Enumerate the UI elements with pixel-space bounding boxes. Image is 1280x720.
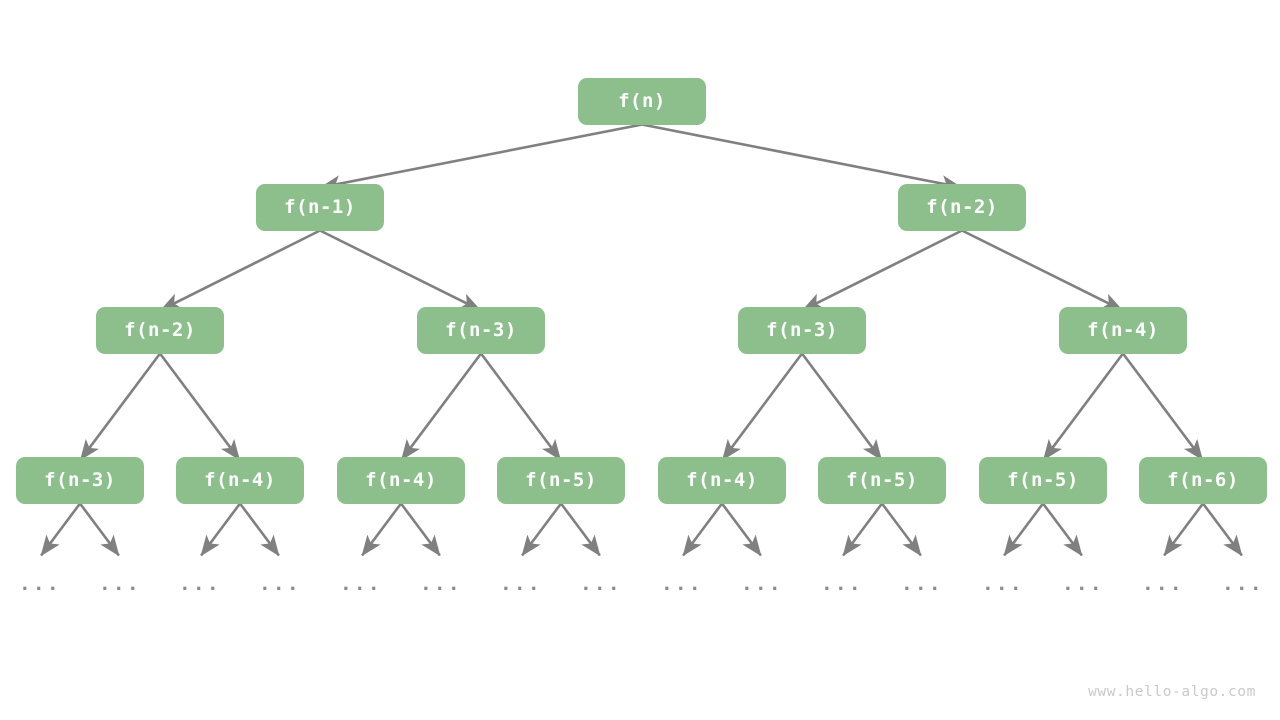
- tree-node-label: f(n): [618, 90, 666, 112]
- tree-node: f(n-2): [96, 306, 224, 354]
- leaf-ellipsis-edge: [40, 502, 82, 557]
- watermark: www.hello-algo.com: [1088, 684, 1256, 700]
- ellipsis-label: ...: [580, 573, 622, 595]
- tree-node-label: f(n-6): [1167, 469, 1239, 491]
- tree-node-label: f(n-1): [284, 196, 356, 218]
- tree-node: f(n-4): [1059, 306, 1187, 354]
- leaf-ellipsis-edge: [1163, 502, 1205, 557]
- tree-edge: [319, 229, 482, 312]
- tree-node-label: f(n-3): [445, 319, 517, 341]
- ellipsis-label: ...: [500, 573, 542, 595]
- leaf-ellipsis-edge: [78, 502, 120, 557]
- tree-node: f(n-1): [256, 183, 384, 231]
- tree-edge: [479, 352, 562, 461]
- leaf-ellipsis-edge: [559, 502, 601, 557]
- leaf-ellipsis-edge: [521, 502, 563, 557]
- ellipsis-label: ...: [821, 573, 863, 595]
- ellipsis-label: ...: [741, 573, 783, 595]
- tree-node-label: f(n-3): [44, 469, 116, 491]
- tree-node: f(n-6): [1139, 456, 1267, 504]
- ellipsis-label: ...: [420, 573, 462, 595]
- tree-node-label: f(n-2): [124, 319, 196, 341]
- tree-node: f(n-3): [738, 306, 866, 354]
- tree-node: f(n-3): [417, 306, 545, 354]
- leaf-ellipsis-edge: [842, 502, 884, 557]
- tree-edge: [1121, 352, 1204, 461]
- tree-node-label: f(n-4): [204, 469, 276, 491]
- tree-edge: [721, 352, 804, 461]
- tree-node: f(n-4): [176, 456, 304, 504]
- tree-node: f(n-3): [16, 456, 144, 504]
- ellipsis-label: ...: [1142, 573, 1184, 595]
- tree-node-label: f(n-5): [846, 469, 918, 491]
- tree-node: f(n-5): [497, 456, 625, 504]
- tree-node: f(n-5): [818, 456, 946, 504]
- leaf-ellipsis-edge: [1003, 502, 1045, 557]
- tree-node-label: f(n-2): [926, 196, 998, 218]
- leaf-ellipsis-edge: [1041, 502, 1083, 557]
- tree-node-label: f(n-4): [686, 469, 758, 491]
- ellipsis-label: ...: [19, 573, 61, 595]
- leaf-ellipsis-edge: [399, 502, 441, 557]
- tree-edge: [800, 352, 883, 461]
- leaf-ellipsis-edge: [361, 502, 403, 557]
- tree-edge: [159, 229, 321, 312]
- ellipsis-label: ...: [1222, 573, 1264, 595]
- leaf-ellipsis-edge: [880, 502, 922, 557]
- tree-node-label: f(n-4): [365, 469, 437, 491]
- tree-node-label: f(n-3): [766, 319, 838, 341]
- tree-node: f(n-4): [337, 456, 465, 504]
- leaf-ellipsis-edge: [200, 502, 242, 557]
- tree-edge: [79, 352, 162, 461]
- leaf-ellipsis-edge: [682, 502, 724, 557]
- leaf-ellipsis-edge: [238, 502, 280, 557]
- tree-edge: [961, 229, 1124, 312]
- tree-edge: [158, 352, 241, 461]
- ellipsis-label: ...: [99, 573, 141, 595]
- tree-node: f(n-4): [658, 456, 786, 504]
- leaf-ellipsis-edge: [720, 502, 762, 557]
- tree-edge: [801, 229, 963, 312]
- tree-edge: [400, 352, 483, 461]
- ellipsis-label: ...: [901, 573, 943, 595]
- tree-edge: [1042, 352, 1125, 461]
- ellipsis-label: ...: [1062, 573, 1104, 595]
- leaf-ellipsis-edge: [1201, 502, 1243, 557]
- tree-edge: [641, 123, 963, 192]
- ellipsis-label: ...: [179, 573, 221, 595]
- ellipsis-label: ...: [340, 573, 382, 595]
- tree-edges: [79, 123, 1204, 461]
- tree-node-label: f(n-4): [1087, 319, 1159, 341]
- tree-edge: [319, 123, 643, 192]
- ellipsis-label: ...: [259, 573, 301, 595]
- ellipsis-label: ...: [661, 573, 703, 595]
- tree-node-label: f(n-5): [1007, 469, 1079, 491]
- tree-node: f(n): [578, 77, 706, 125]
- leaf-ellipsis-edges: [40, 502, 1243, 557]
- tree-node: f(n-2): [898, 183, 1026, 231]
- ellipsis-label: ...: [982, 573, 1024, 595]
- tree-node: f(n-5): [979, 456, 1107, 504]
- tree-node-label: f(n-5): [525, 469, 597, 491]
